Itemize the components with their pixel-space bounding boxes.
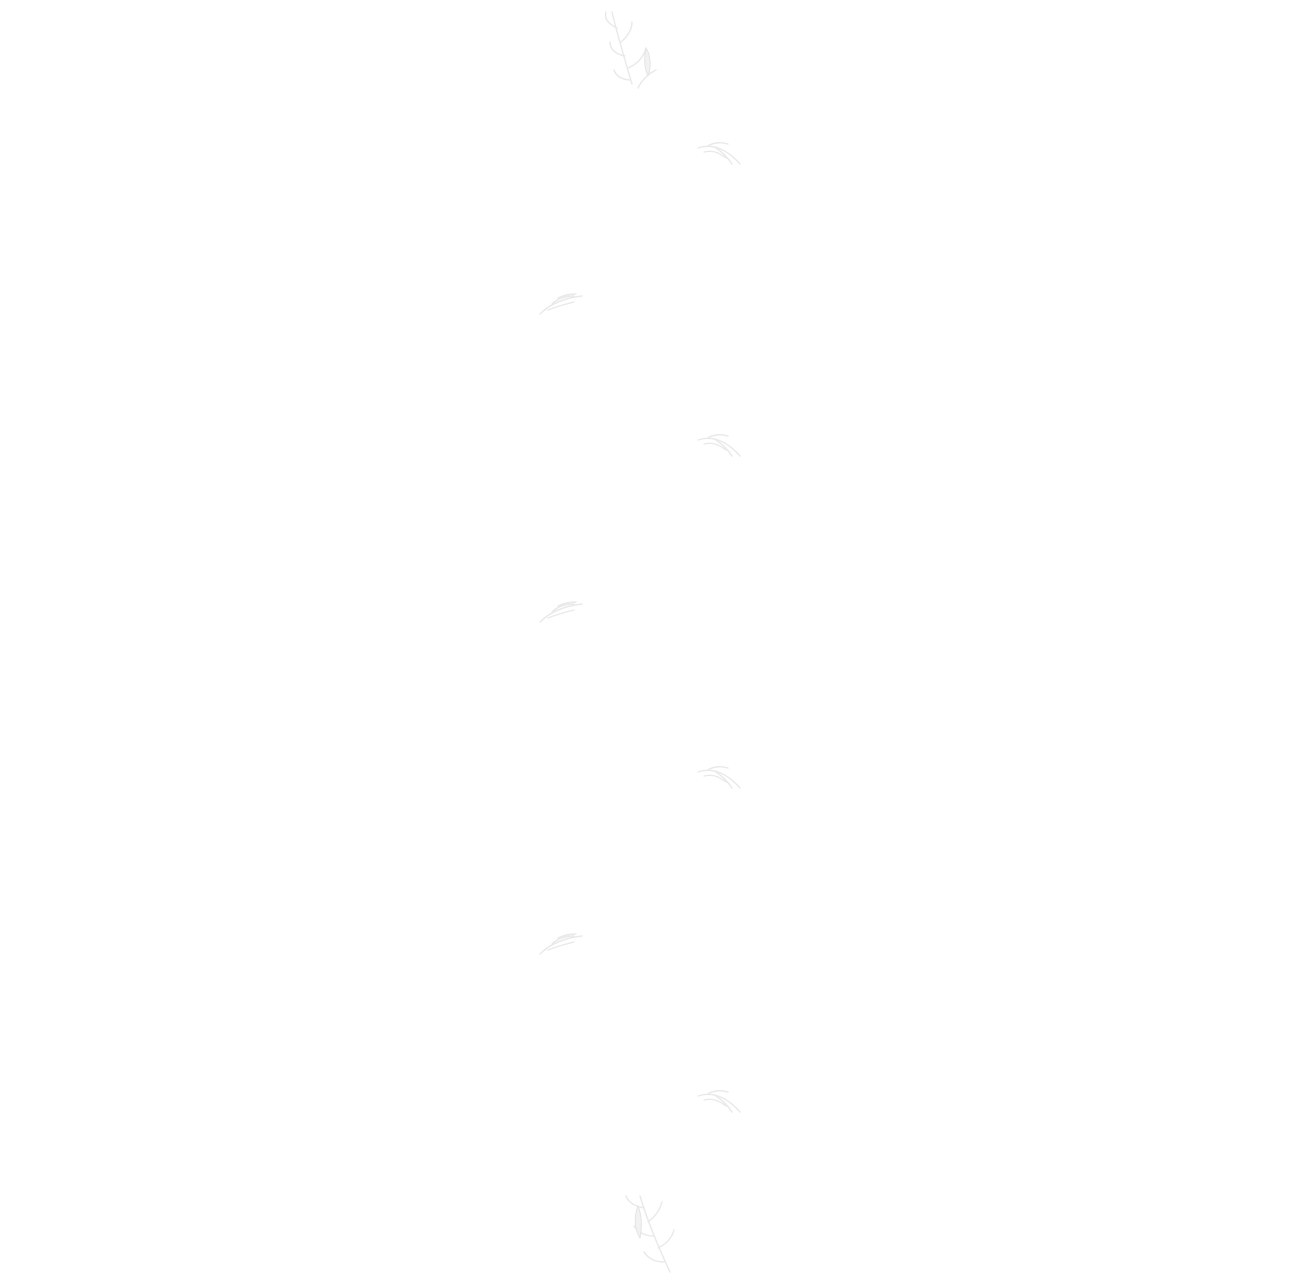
leaf-sprig-icon-7 — [697, 1089, 741, 1113]
leaf-sprig-icon-1 — [697, 141, 741, 165]
leaf-sprig-icon-6 — [539, 933, 583, 955]
leaf-sprig-icon-3 — [697, 433, 741, 457]
leaf-sprig-icon-4 — [539, 601, 583, 623]
leaf-sprig-icon-5 — [697, 765, 741, 789]
leaf-sprig-icon-2 — [539, 293, 583, 315]
leaf-sprig-icon-bottom — [625, 1195, 675, 1273]
leaf-sprig-icon-top — [604, 11, 657, 89]
